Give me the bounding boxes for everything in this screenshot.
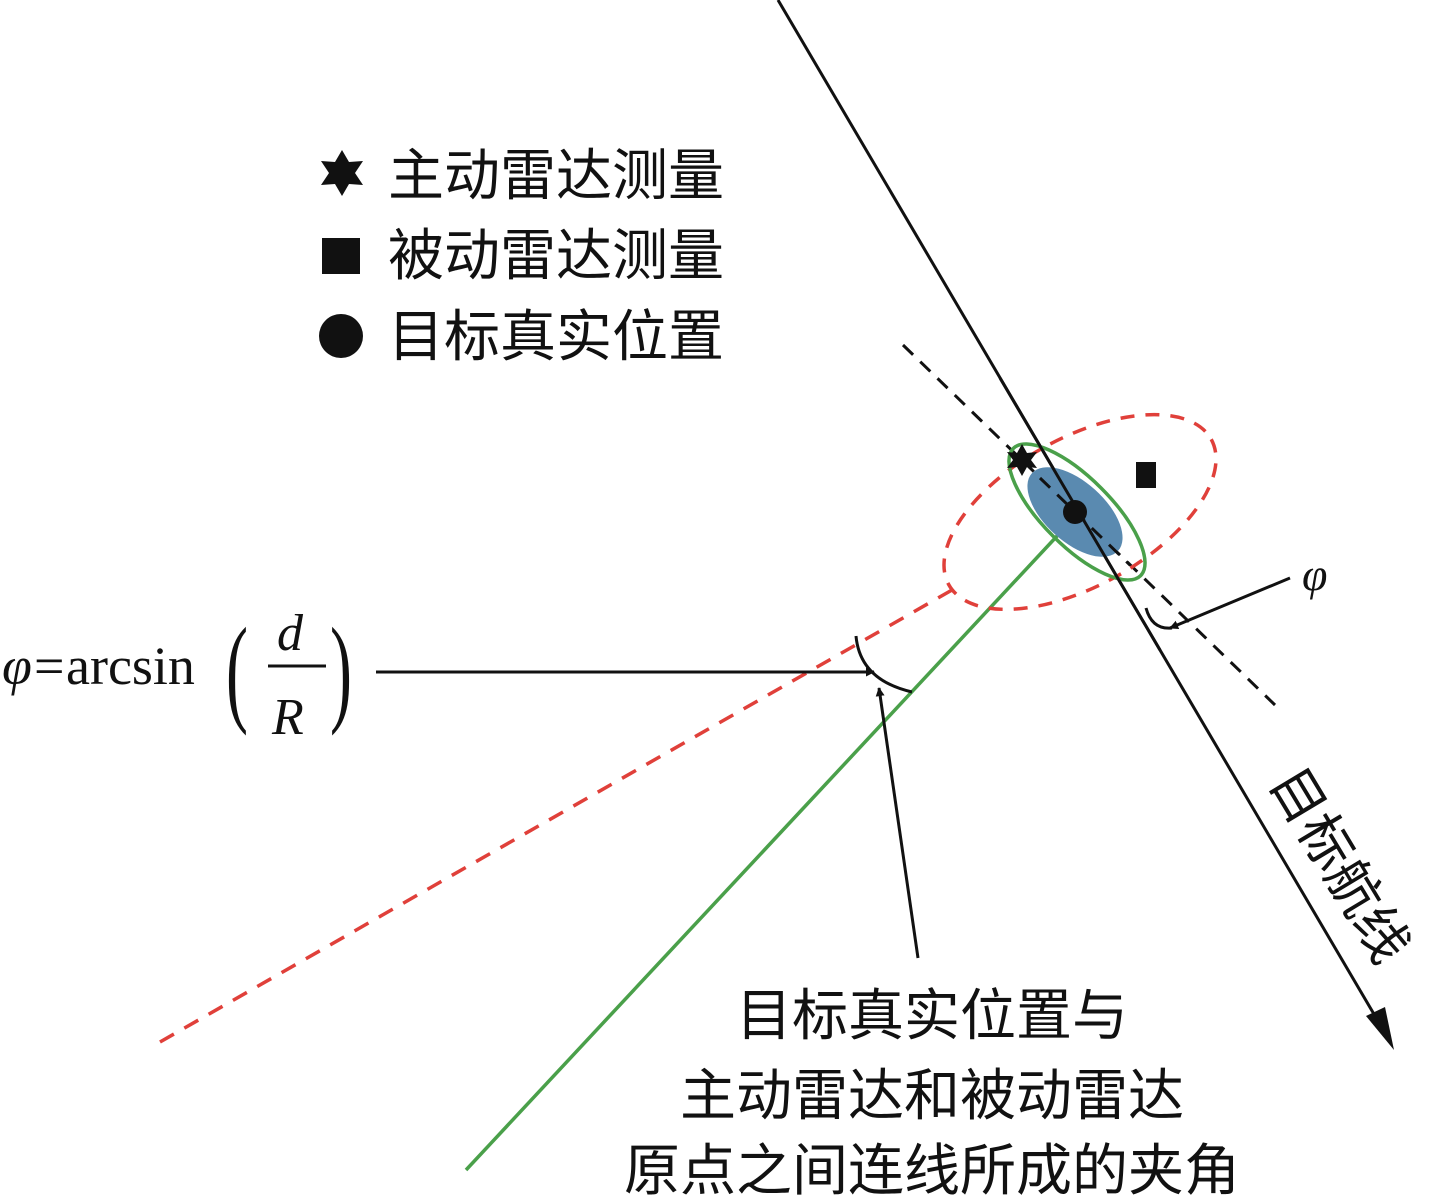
- formula: φ = arcsin ( d R ): [2, 603, 352, 746]
- formula-paren-right: ): [330, 603, 352, 736]
- caption-line-2: 主动雷达和被动雷达: [680, 1064, 1184, 1129]
- intersection-angle-arc: [854, 635, 913, 694]
- dashed-los-overlay: [1038, 476, 1132, 567]
- passive-measurement-square-icon: [1136, 462, 1156, 488]
- formula-numerator: d: [277, 605, 304, 662]
- formula-lhs: φ: [2, 636, 32, 696]
- caption-arrow: [875, 687, 920, 959]
- true-position-dot-icon: [1063, 500, 1087, 524]
- track-arrowhead: [1366, 1007, 1394, 1050]
- phi-symbol-label: φ: [1302, 549, 1327, 600]
- legend-label-passive: 被动雷达测量: [388, 224, 724, 289]
- active-error-ellipse: [1007, 442, 1147, 582]
- dot-icon: [319, 314, 363, 358]
- caption-line-3: 原点之间连线所成的夹角: [624, 1139, 1240, 1201]
- active-measurement-star-icon: [1007, 444, 1037, 476]
- legend-item-active: 主动雷达测量: [321, 144, 724, 209]
- passive-range-ray: [159, 588, 953, 1044]
- angle-caption: 目标真实位置与 主动雷达和被动雷达 原点之间连线所成的夹角: [624, 984, 1240, 1201]
- formula-paren-left: (: [226, 603, 248, 736]
- track-label: 目标航线: [1257, 756, 1422, 974]
- star-icon: [321, 150, 363, 196]
- legend-item-passive: 被动雷达测量: [322, 224, 724, 289]
- legend: 主动雷达测量 被动雷达测量 目标真实位置: [319, 144, 724, 370]
- legend-label-active: 主动雷达测量: [388, 144, 724, 209]
- legend-item-true: 目标真实位置: [319, 305, 724, 370]
- phi-angle-arc: [1144, 607, 1173, 630]
- phi-pointer-arrow: [1169, 576, 1291, 630]
- square-icon: [322, 238, 360, 274]
- legend-label-true: 目标真实位置: [388, 305, 724, 370]
- formula-denominator: R: [271, 689, 304, 746]
- formula-func: arcsin: [66, 636, 195, 696]
- active-range-ray: [464, 533, 1060, 1172]
- formula-equals: =: [34, 636, 64, 696]
- caption-line-1: 目标真实位置与: [736, 984, 1128, 1049]
